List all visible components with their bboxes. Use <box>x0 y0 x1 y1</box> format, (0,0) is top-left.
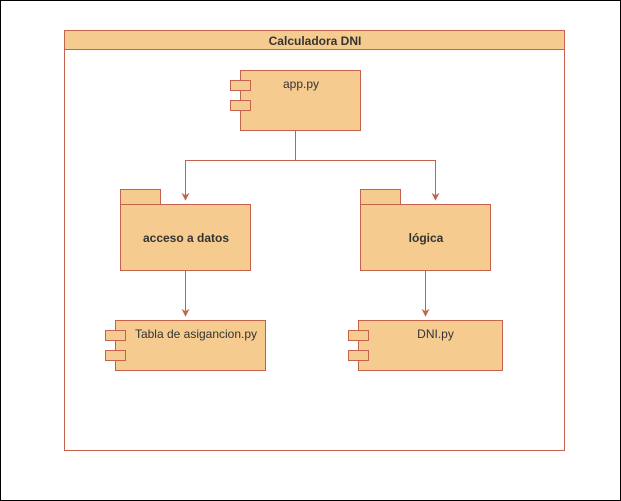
logica-label: lógica <box>408 231 444 245</box>
component-port-icon <box>230 80 251 91</box>
component-port-icon <box>348 350 369 361</box>
edge-app-to-logica[interactable] <box>295 160 440 201</box>
component-tabla[interactable] <box>105 320 266 371</box>
package-tab <box>360 189 401 205</box>
component-app[interactable] <box>230 70 361 131</box>
package-acceso-a-datos[interactable] <box>120 189 251 271</box>
dni-label: DNI.py <box>417 327 454 341</box>
component-port-icon <box>105 350 126 361</box>
tabla-label: Tabla de asigancion.py <box>134 327 258 341</box>
component-port-icon <box>348 330 369 341</box>
package-logica[interactable] <box>360 189 491 271</box>
component-dni[interactable] <box>348 320 503 371</box>
edge-app-to-acceso[interactable] <box>181 130 296 201</box>
acceso-label: acceso a datos <box>142 231 230 245</box>
container-title: Calculadora DNI <box>268 33 362 48</box>
app-label: app.py <box>282 77 320 91</box>
component-port-icon <box>230 100 251 111</box>
package-tab <box>120 189 161 205</box>
component-port-icon <box>105 330 126 341</box>
